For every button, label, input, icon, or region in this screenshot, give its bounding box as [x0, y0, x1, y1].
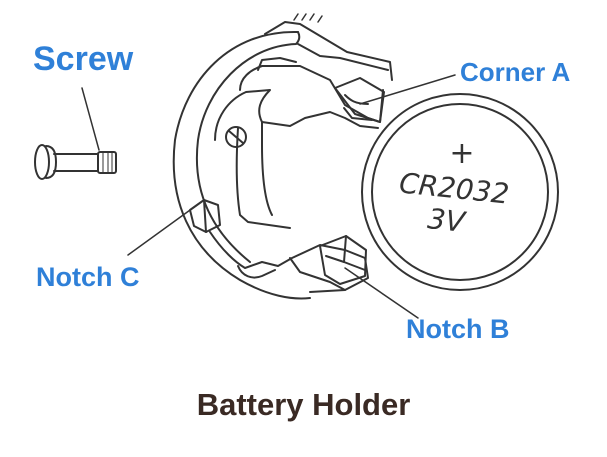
coin-cell-illustration [361, 93, 559, 291]
notch-c-label: Notch C [36, 262, 140, 292]
notch-b-leader-line [344, 267, 419, 319]
screw-leader-line [81, 87, 100, 151]
corner-a-leader-line [359, 74, 456, 105]
notch-c-leader-line [127, 204, 198, 256]
notch-b-label: Notch B [406, 314, 510, 344]
battery-polarity: + [449, 136, 474, 171]
holder-illustration [172, 13, 393, 300]
diagram-caption: Battery Holder [196, 387, 411, 422]
battery-voltage: 3V [426, 202, 468, 239]
screw-label: Screw [33, 40, 134, 78]
corner-a-label: Corner A [460, 57, 571, 87]
screw-illustration [34, 144, 117, 180]
